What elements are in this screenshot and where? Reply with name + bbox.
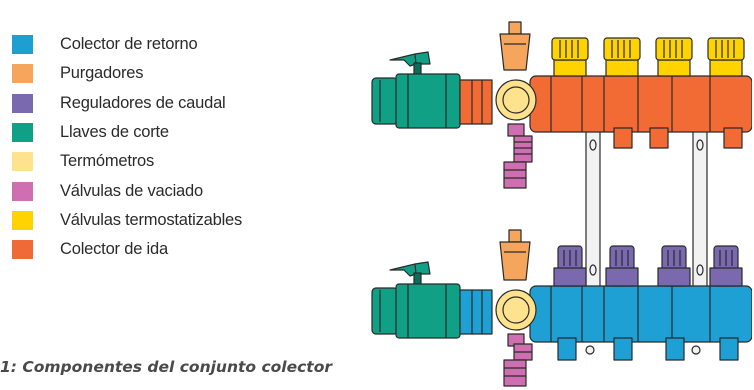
legend-swatch <box>12 210 33 230</box>
legend-label: Válvulas de vaciado <box>60 181 203 200</box>
shutoff-valve-bottom <box>371 261 461 339</box>
legend-swatch <box>12 123 33 143</box>
legend-item: Colector de retorno <box>12 30 242 59</box>
legend-item: Llaves de corte <box>12 118 242 147</box>
return-adapter-bottom <box>459 289 493 335</box>
legend-swatch <box>12 181 33 201</box>
thermostatic-valve-2 <box>603 37 641 77</box>
legend-label: Termómetros <box>60 152 155 171</box>
legend-swatch <box>12 35 33 55</box>
legend-item: Reguladores de caudal <box>12 89 242 118</box>
thermometer-top <box>495 79 537 121</box>
supply-manifold-body <box>529 75 752 149</box>
flow-regulator-2 <box>605 245 639 287</box>
thermostatic-valve-3 <box>655 37 693 77</box>
legend-label: Llaves de corte <box>60 123 169 142</box>
legend-label: Colector de retorno <box>60 35 198 54</box>
manifold-diagram <box>371 21 752 387</box>
shutoff-valve-top <box>371 51 461 129</box>
legend-item: Termómetros <box>12 147 242 176</box>
flow-regulator-1 <box>553 245 587 287</box>
supply-adapter-top <box>459 79 493 125</box>
legend-label: Válvulas termostatizables <box>60 210 243 229</box>
mounting-bracket-right <box>692 119 708 311</box>
drain-valve-top <box>503 123 533 189</box>
legend-label: Colector de ida <box>60 240 168 259</box>
return-manifold-body <box>529 285 752 361</box>
legend-swatch <box>12 93 33 113</box>
legend: Colector de retorno Purgadores Regulador… <box>12 30 242 264</box>
legend-label: Reguladores de caudal <box>60 93 226 112</box>
flow-regulator-3 <box>657 245 691 287</box>
legend-swatch <box>12 64 33 84</box>
thermometer-bottom <box>495 289 537 331</box>
legend-item: Válvulas termostatizables <box>12 206 242 235</box>
legend-item: Purgadores <box>12 59 242 88</box>
thermostatic-valve-1 <box>551 37 589 77</box>
flow-regulator-4 <box>709 245 743 287</box>
legend-swatch <box>12 152 33 172</box>
drain-valve-bottom <box>503 333 533 387</box>
legend-swatch <box>12 240 33 260</box>
legend-item: Válvulas de vaciado <box>12 176 242 205</box>
purge-valve-bottom <box>499 229 531 281</box>
legend-label: Purgadores <box>60 64 144 83</box>
thermostatic-valve-4 <box>707 37 745 77</box>
purge-valve-top <box>499 21 531 71</box>
mounting-bracket-left <box>585 119 601 311</box>
figure-caption: 1: Componentes del conjunto colector <box>0 358 333 376</box>
legend-item: Colector de ida <box>12 235 242 264</box>
